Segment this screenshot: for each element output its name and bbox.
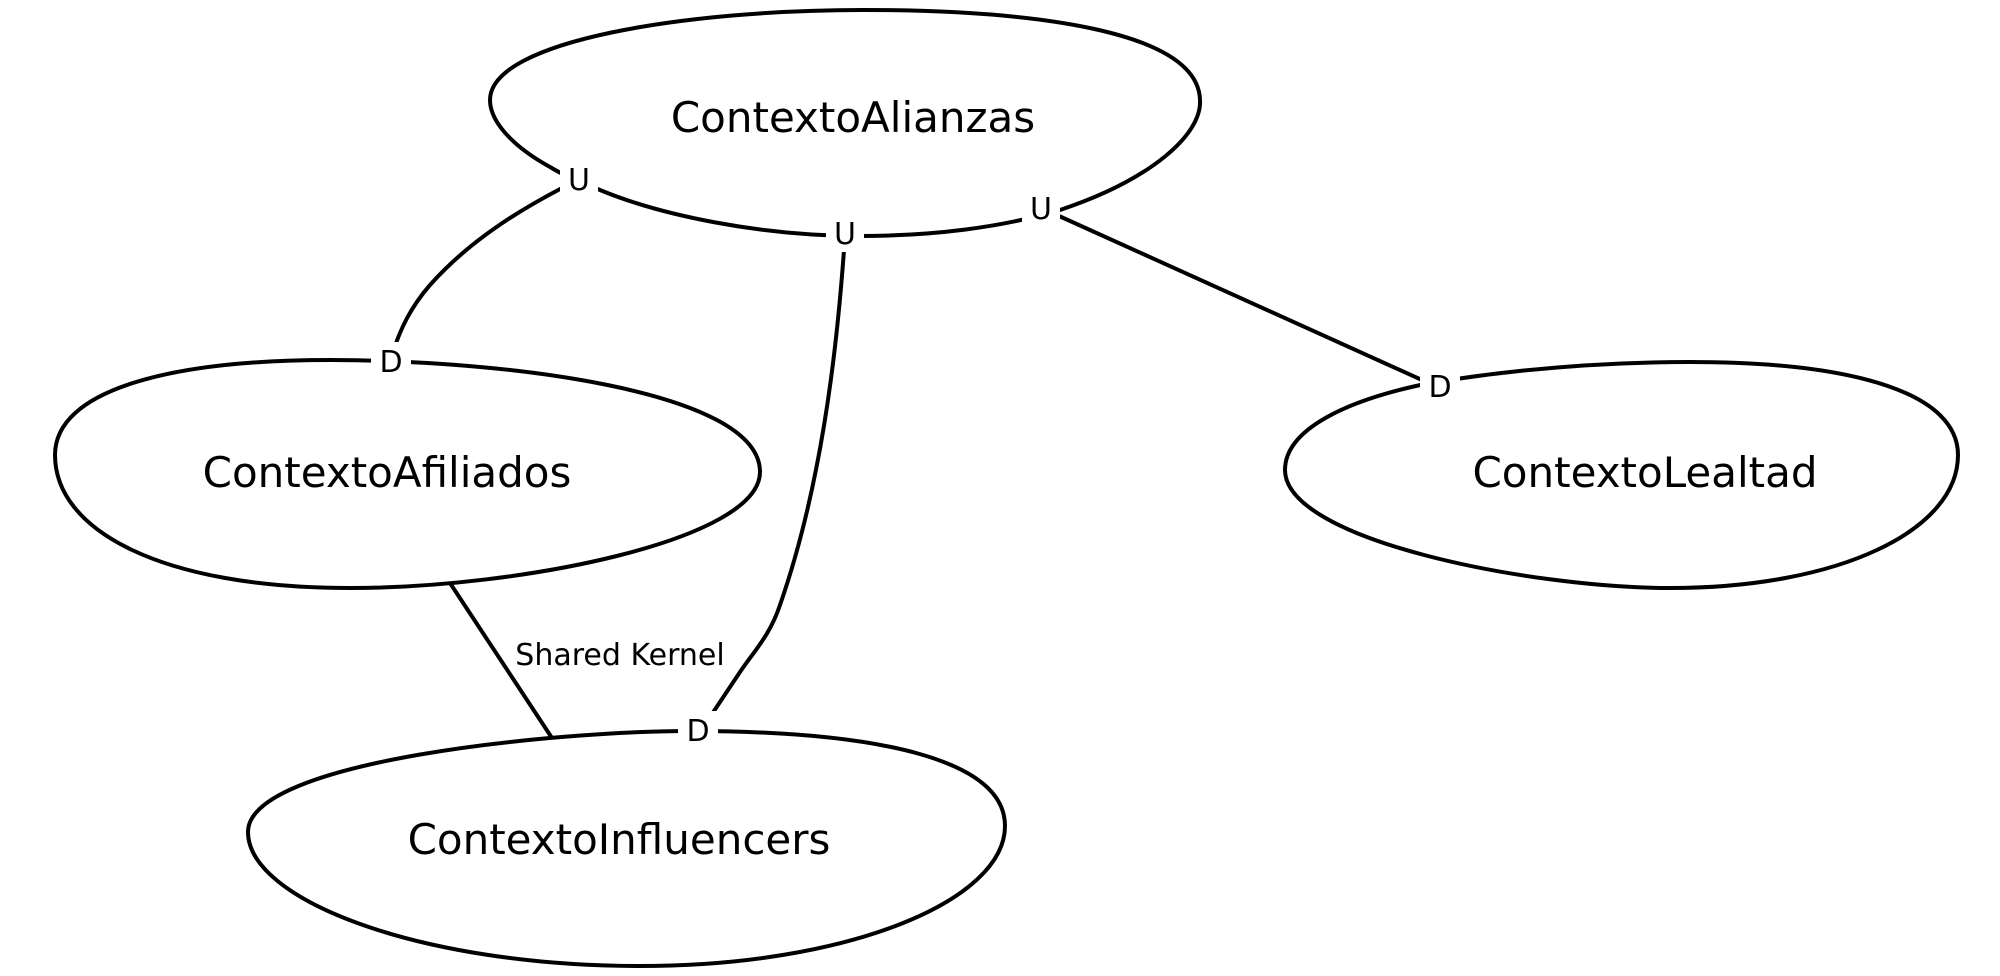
context-name-influencers: ContextoInfluencers — [408, 815, 831, 864]
context-name-lealtad: ContextoLealtad — [1472, 448, 1817, 497]
relation-line-alianzas-lealtad — [1057, 214, 1435, 387]
mark-alianzas-lealtad-upstream: U — [1022, 189, 1060, 227]
mark-alianzas-afiliados-upstream: U — [560, 160, 598, 198]
svg-text:D: D — [686, 714, 709, 749]
context-shape-afiliados[interactable] — [52, 357, 763, 591]
context-shape-influencers[interactable] — [245, 728, 1008, 969]
relation-line-alianzas-afiliados — [391, 186, 564, 354]
svg-text:U: U — [1030, 192, 1052, 227]
mark-alianzas-afiliados-downstream: D — [371, 342, 411, 380]
relation-line-afiliados-influencers — [448, 581, 554, 740]
svg-text:U: U — [568, 163, 590, 198]
mark-alianzas-lealtad-downstream: D — [1420, 367, 1460, 405]
svg-text:D: D — [1428, 370, 1451, 405]
svg-text:U: U — [834, 217, 856, 252]
svg-text:D: D — [379, 345, 402, 380]
context-name-afiliados: ContextoAfiliados — [203, 448, 572, 497]
relation-label-shared-kernel: Shared Kernel — [515, 638, 724, 673]
mark-alianzas-influencers-upstream: U — [826, 214, 864, 252]
context-name-alianzas: ContextoAlianzas — [671, 93, 1035, 142]
relation-line-alianzas-influencers — [710, 248, 846, 716]
mark-alianzas-influencers-downstream: D — [678, 711, 718, 749]
context-shape-alianzas[interactable] — [487, 7, 1203, 239]
